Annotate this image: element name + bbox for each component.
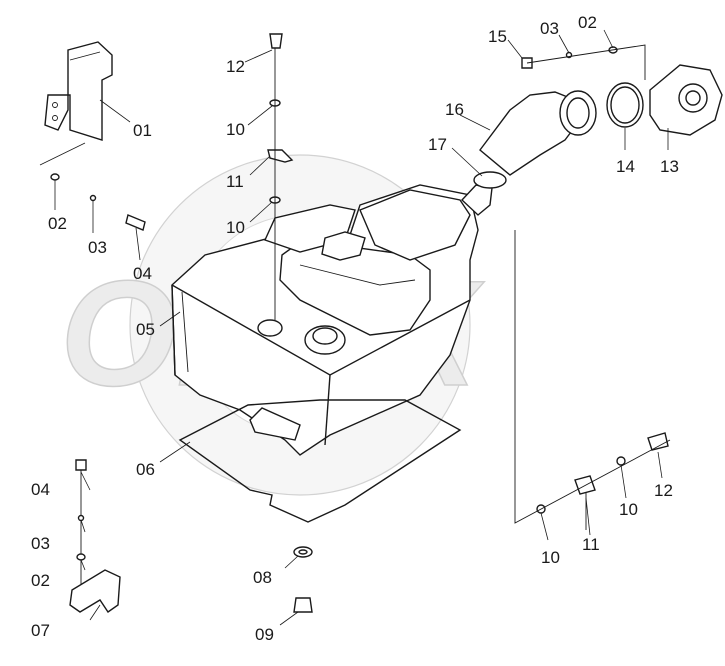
bottom-left-hardware bbox=[69, 459, 121, 613]
label-part-11-top: 11 bbox=[226, 172, 244, 191]
tank-gasket bbox=[178, 399, 462, 523]
label-part-03-left: 03 bbox=[88, 238, 107, 257]
fuel-tank bbox=[171, 184, 493, 456]
label-part-17: 17 bbox=[428, 135, 447, 154]
label-part-04-bottom: 04 bbox=[31, 480, 50, 499]
label-part-12-top: 12 bbox=[226, 57, 245, 76]
label-part-04-left: 04 bbox=[133, 264, 152, 283]
right-vent-hardware bbox=[514, 230, 671, 530]
label-part-10-right-a: 10 bbox=[541, 548, 560, 567]
bracket-01 bbox=[44, 41, 113, 141]
label-part-01: 01 bbox=[133, 121, 152, 140]
filler-neck-assembly bbox=[473, 44, 723, 189]
label-part-02-left: 02 bbox=[48, 214, 67, 233]
label-part-16: 16 bbox=[445, 100, 464, 119]
label-part-10-mid: 10 bbox=[226, 218, 245, 237]
label-part-08: 08 bbox=[253, 568, 272, 587]
label-part-11-right: 11 bbox=[582, 535, 600, 554]
label-part-12-right: 12 bbox=[654, 481, 673, 500]
drain-plug-hardware bbox=[293, 546, 313, 613]
part-labels: 01 02 03 04 05 06 04 03 02 07 08 09 12 1… bbox=[31, 13, 679, 644]
label-part-10-right-b: 10 bbox=[619, 500, 638, 519]
left-hardware bbox=[50, 173, 146, 231]
label-part-02-top: 02 bbox=[578, 13, 597, 32]
top-vent-hardware bbox=[267, 33, 294, 320]
label-part-07: 07 bbox=[31, 621, 50, 640]
label-part-09: 09 bbox=[255, 625, 274, 644]
label-part-02-bottom: 02 bbox=[31, 571, 50, 590]
label-part-13: 13 bbox=[660, 157, 679, 176]
label-part-05: 05 bbox=[136, 320, 155, 339]
leader-lines bbox=[39, 29, 669, 626]
label-part-14: 14 bbox=[616, 157, 635, 176]
label-part-06: 06 bbox=[136, 460, 155, 479]
label-part-15: 15 bbox=[488, 27, 507, 46]
label-part-10-top: 10 bbox=[226, 120, 245, 139]
label-part-03-bottom: 03 bbox=[31, 534, 50, 553]
label-part-03-top: 03 bbox=[540, 19, 559, 38]
